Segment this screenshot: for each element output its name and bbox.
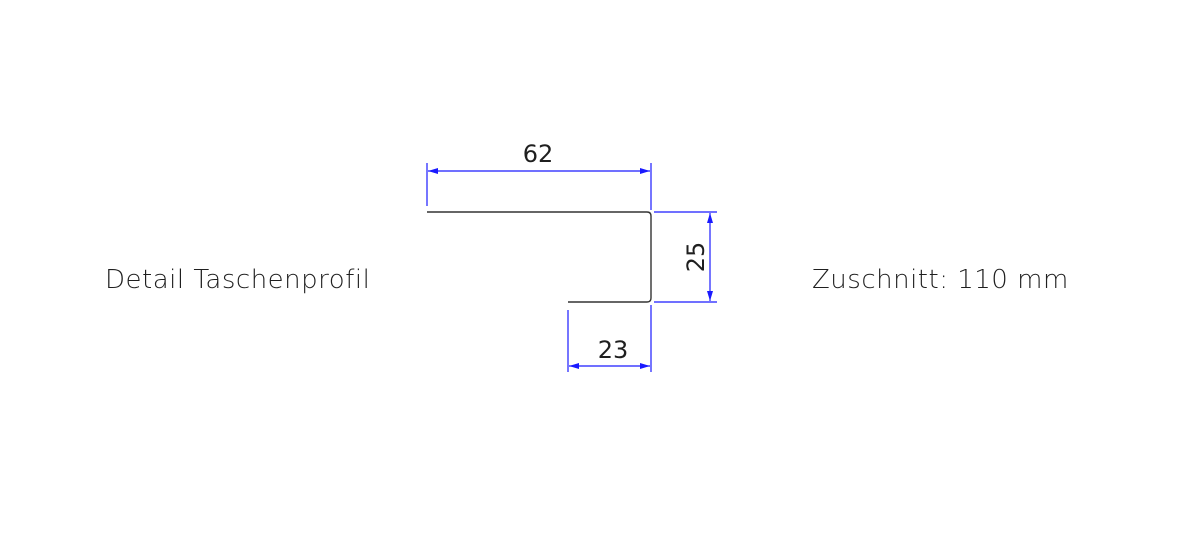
cut-length-label: Zuschnitt: 110 mm bbox=[812, 265, 1069, 295]
dimension-height-value: 25 bbox=[682, 242, 710, 273]
dimension-top-width bbox=[426, 163, 652, 210]
dimension-bottom-width-value: 23 bbox=[598, 336, 629, 364]
dimension-top-width-value: 62 bbox=[523, 140, 554, 168]
dimension-height bbox=[654, 211, 717, 303]
dimension-bottom-width bbox=[567, 305, 652, 372]
profile-outline bbox=[427, 211, 652, 303]
drawing-title: Detail Taschenprofil bbox=[105, 265, 371, 295]
